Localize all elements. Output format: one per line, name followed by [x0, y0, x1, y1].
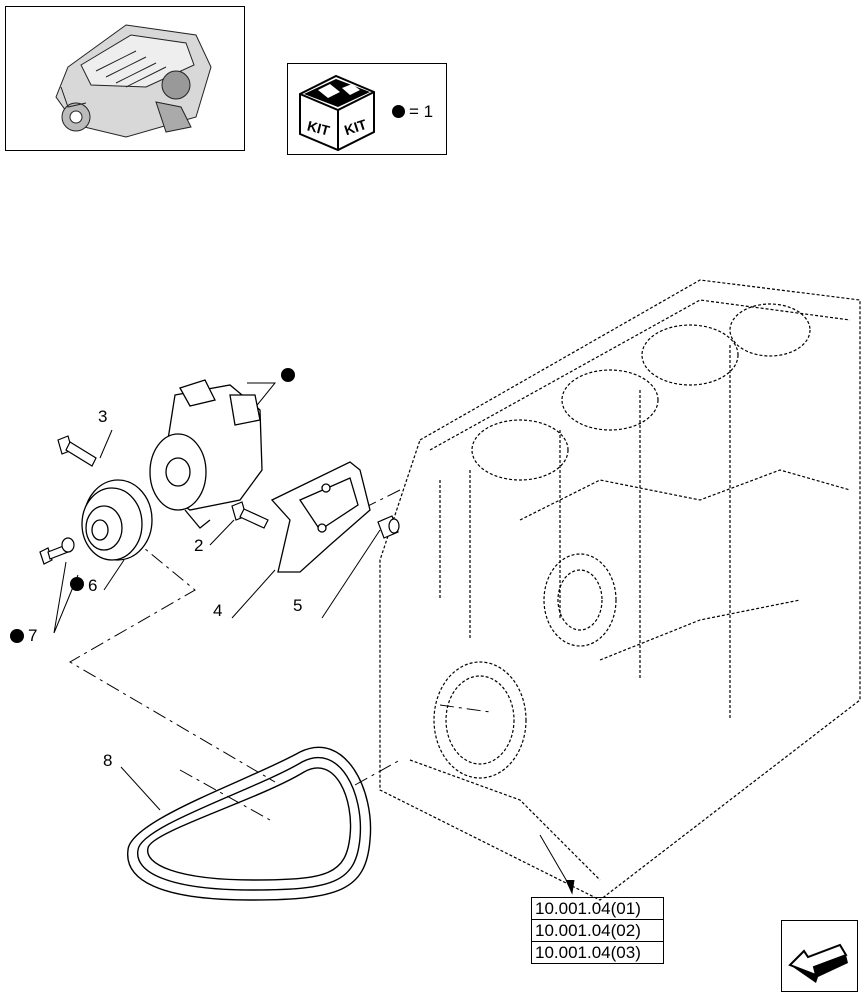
callout-7: 7	[28, 626, 38, 645]
kit-text-right: KIT	[342, 116, 369, 138]
kit-marker-6	[70, 577, 84, 591]
callout-6: 6	[88, 576, 98, 595]
arrow-navigation-icon	[788, 943, 848, 983]
engine-block-outline	[379, 279, 861, 901]
kit-marker-7	[10, 629, 24, 643]
leader-lines	[53, 382, 575, 895]
kit-text-left: KIT	[306, 118, 332, 139]
reference-link[interactable]: 10.001.04(03)	[535, 943, 641, 962]
callout-8: 8	[103, 751, 113, 770]
bolt-2	[231, 501, 269, 529]
callout-2: 2	[194, 536, 204, 555]
engine-thumbnail-icon	[55, 24, 212, 138]
bracket-4	[270, 461, 371, 573]
callout-5: 5	[293, 596, 303, 615]
kit-box-icon: KIT KIT	[299, 74, 375, 152]
reference-list: 10.001.04(01) 10.001.04(02) 10.001.04(03…	[531, 897, 664, 964]
pulley-6	[81, 479, 153, 561]
bolt-7	[39, 537, 75, 565]
navigation-button[interactable]	[781, 920, 858, 992]
belt-8	[127, 746, 372, 901]
kit-legend-equation: = 1	[392, 102, 433, 122]
kit-legend: KIT KIT = 1	[287, 63, 447, 155]
reference-link[interactable]: 10.001.04(01)	[532, 898, 663, 920]
compressor	[149, 379, 263, 529]
spacer-5	[377, 515, 400, 539]
reference-link[interactable]: 10.001.04(02)	[532, 920, 663, 942]
callout-4: 4	[213, 601, 223, 620]
callout-3: 3	[98, 407, 108, 426]
bolt-3	[57, 435, 97, 467]
engine-thumbnail	[5, 6, 245, 151]
kit-marker-compressor	[281, 368, 295, 382]
kit-bullet-icon	[392, 105, 405, 118]
kit-legend-value: 1	[423, 102, 434, 121]
